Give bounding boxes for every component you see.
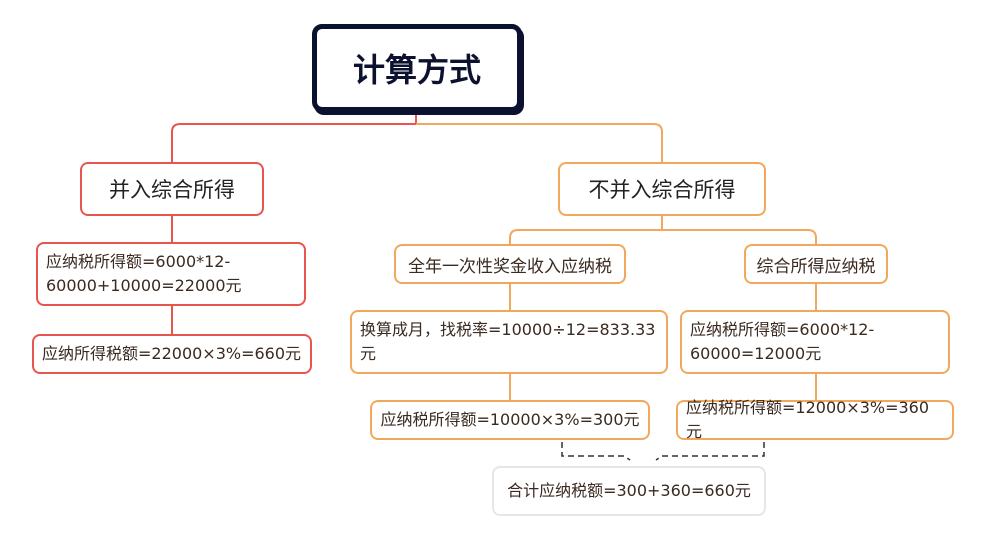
left-taxable-node[interactable]: 应纳税所得额=6000*12-60000+10000=22000元 <box>36 242 306 306</box>
left-tax-text: 应纳所得税额=22000×3%=660元 <box>42 344 302 363</box>
left-branch-label: 并入综合所得 <box>109 178 235 202</box>
dashed-connector-right <box>655 442 765 461</box>
comprehensive-taxable-node[interactable]: 应纳税所得额=6000*12-60000=12000元 <box>680 310 950 374</box>
root-label: 计算方式 <box>352 51 481 89</box>
connector-root-right <box>416 123 663 162</box>
connector-right-split <box>509 216 817 244</box>
left-branch-node[interactable]: 并入综合所得 <box>80 162 264 216</box>
bonus-tax-text: 应纳税所得额=10000×3%=300元 <box>380 410 640 429</box>
connector-root-left <box>171 112 417 162</box>
comprehensive-tax-node[interactable]: 应纳税所得额=12000×3%=360元 <box>676 398 954 441</box>
left-taxable-text: 应纳税所得额=6000*12-60000+10000=22000元 <box>46 252 242 295</box>
dashed-connector-left <box>561 442 631 461</box>
bonus-rate-text: 换算成月，找税率=10000÷12=833.33元 <box>360 320 656 363</box>
comprehensive-node[interactable]: 综合所得应纳税 <box>744 244 888 284</box>
right-branch-node[interactable]: 不并入综合所得 <box>558 162 766 216</box>
root-node[interactable]: 计算方式 <box>312 24 522 112</box>
bonus-rate-node[interactable]: 换算成月，找税率=10000÷12=833.33元 <box>350 310 668 374</box>
total-text: 合计应纳税额=300+360=660元 <box>507 481 751 500</box>
left-tax-node[interactable]: 应纳所得税额=22000×3%=660元 <box>32 334 312 374</box>
bonus-tax-node[interactable]: 应纳税所得额=10000×3%=300元 <box>370 400 650 440</box>
total-node[interactable]: 合计应纳税额=300+360=660元 <box>492 466 766 516</box>
bonus-label: 全年一次性奖金收入应纳税 <box>408 256 612 277</box>
bonus-node[interactable]: 全年一次性奖金收入应纳税 <box>394 244 626 284</box>
comprehensive-tax-text: 应纳税所得额=12000×3%=360元 <box>686 398 930 441</box>
comprehensive-taxable-text: 应纳税所得额=6000*12-60000=12000元 <box>690 320 875 363</box>
comprehensive-label: 综合所得应纳税 <box>756 256 876 277</box>
right-branch-label: 不并入综合所得 <box>588 178 736 202</box>
